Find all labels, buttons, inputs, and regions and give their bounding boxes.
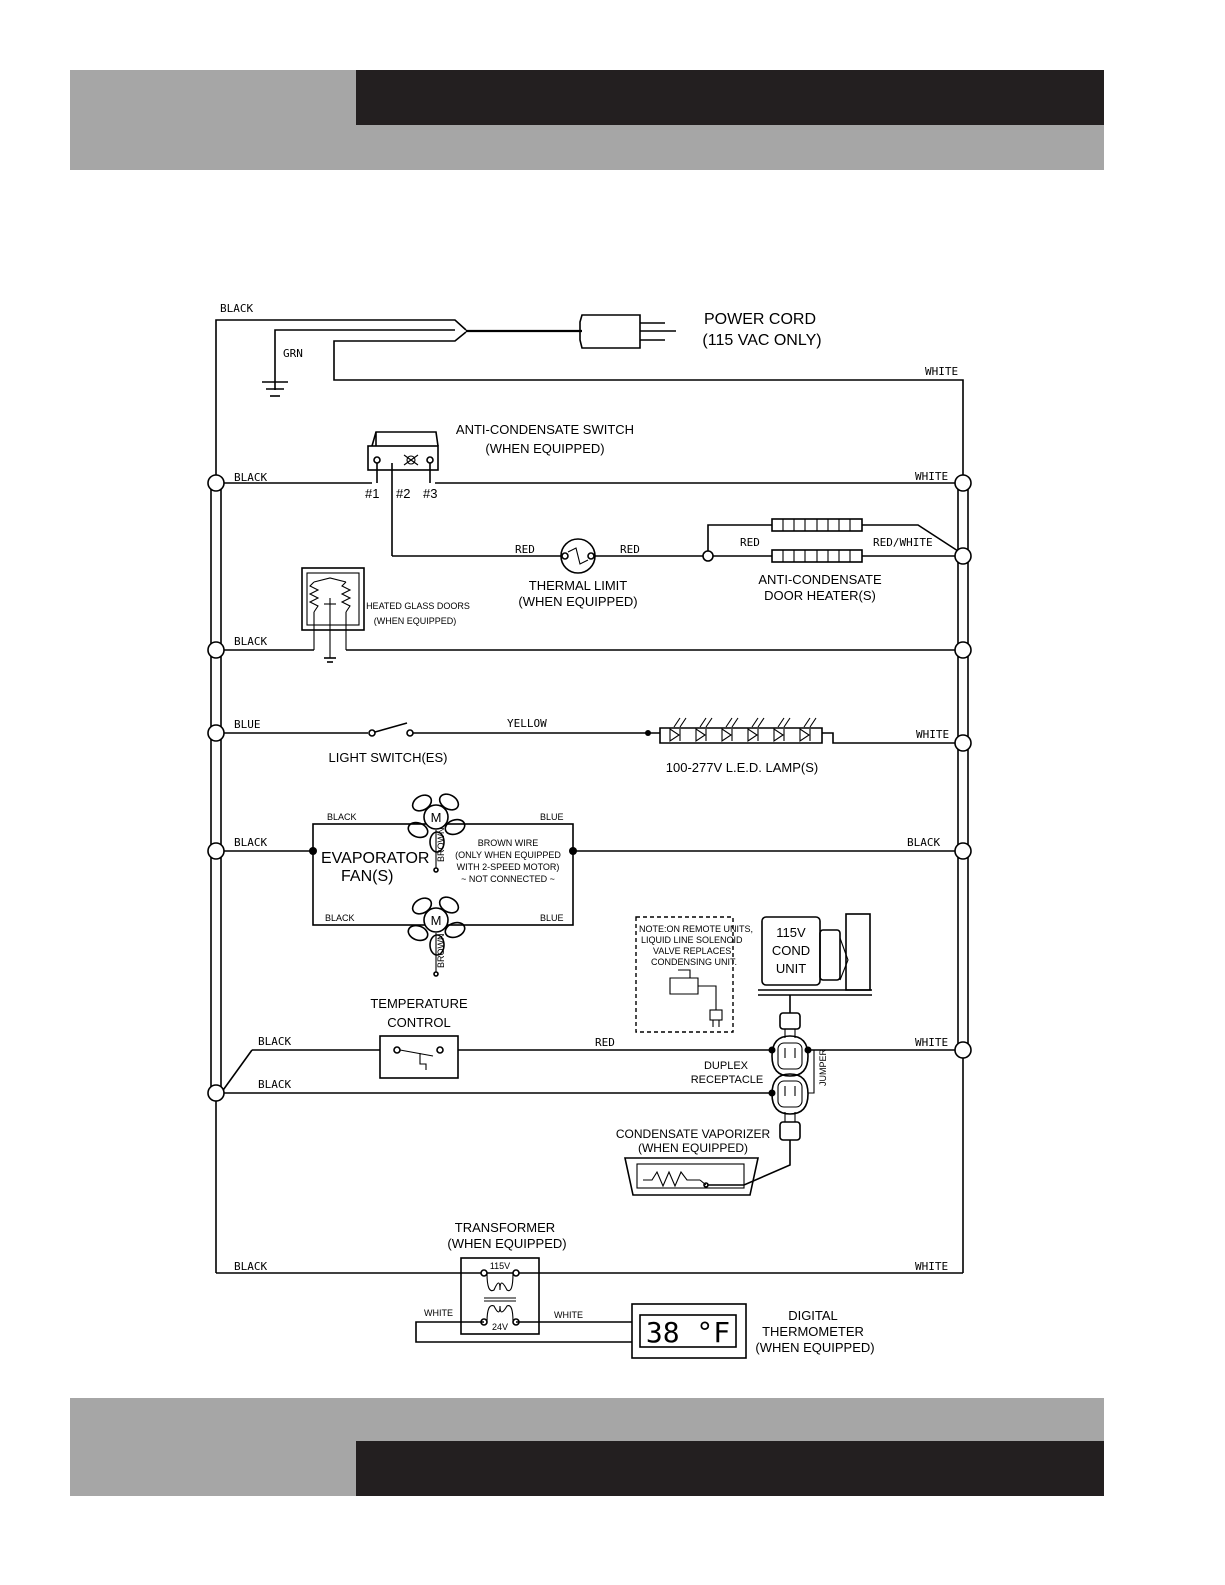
left-bus <box>210 483 222 1273</box>
wire-label-brown: BROWN <box>436 828 446 863</box>
motor-label: M <box>431 810 442 825</box>
temperature-label: TEMPERATURE <box>370 996 468 1011</box>
wire-label-black: BLACK <box>234 471 267 484</box>
wire-label-white: WHITE <box>554 1310 583 1320</box>
remote-note-line-4: CONDENSING UNIT. <box>651 957 737 967</box>
wire-label-red: RED <box>740 536 760 549</box>
motor-label: M <box>431 913 442 928</box>
wire-label-white: WHITE <box>925 365 958 378</box>
wire-label-black: BLACK <box>234 836 267 849</box>
right-bus <box>957 483 969 1273</box>
heated-glass-doors: HEATED GLASS DOORS (WHEN EQUIPPED) BLACK <box>221 567 958 663</box>
cond-unit-line-1: 115V <box>776 925 806 940</box>
wire-label-white: WHITE <box>916 728 949 741</box>
evaporator-label: EVAPORATOR <box>321 850 429 867</box>
transformer-note: (WHEN EQUIPPED) <box>447 1236 566 1251</box>
brown-wire-note-2: (ONLY WHEN EQUIPPED <box>455 850 561 860</box>
door-heaters-label: DOOR HEATER(S) <box>764 588 876 603</box>
fan-motor-top: M BROWN <box>407 793 466 873</box>
evaporator-fans: BLACK BLACK BLACK BLUE BLACK BLUE M BROW… <box>221 793 958 977</box>
power-cord: POWER CORD (115 VAC ONLY) BLACK GRN WHIT… <box>215 302 964 476</box>
thermometer-label: THERMOMETER <box>762 1324 864 1339</box>
fan-motor-bottom: M BROWN <box>407 896 466 977</box>
remote-note-line-1: NOTE:ON REMOTE UNITS, <box>639 924 753 934</box>
wire-label-red-white: RED/WHITE <box>873 536 933 549</box>
anti-condensate-switch-label: ANTI-CONDENSATE SWITCH <box>456 422 634 437</box>
power-cord-label: POWER CORD <box>704 311 816 328</box>
wire-label-black: BLACK <box>234 635 267 648</box>
power-cord-note: (115 VAC ONLY) <box>702 332 821 349</box>
heater-element-top <box>771 518 863 532</box>
condensate-vaporizer-label: CONDENSATE VAPORIZER <box>616 1127 771 1141</box>
footer-band-black <box>356 1441 1104 1496</box>
terminal-2-label: #2 <box>396 486 410 501</box>
thermal-limit-label: THERMAL LIMIT <box>529 578 628 593</box>
duplex-receptacle: JUMPER <box>768 1035 828 1115</box>
thermometer-display: 38 °F <box>646 1316 730 1349</box>
anti-condensate-circuit: ANTI-CONDENSATE SWITCH (WHEN EQUIPPED) #… <box>221 422 959 609</box>
condensing-unit: 115V COND UNIT <box>758 913 872 1038</box>
wire-label-white: WHITE <box>915 470 948 483</box>
wire-label-blue: BLUE <box>234 718 261 731</box>
thermal-limit-note: (WHEN EQUIPPED) <box>518 594 637 609</box>
wire-label-red: RED <box>515 543 535 556</box>
digital-label: DIGITAL <box>788 1308 838 1323</box>
transformer-115v-label: 115V <box>490 1261 510 1271</box>
wire-label-black: BLACK <box>258 1035 291 1048</box>
transformer-24v-label: 24V <box>492 1322 508 1332</box>
cond-unit-line-3: UNIT <box>776 961 806 976</box>
wire-label-black: BLACK <box>234 1260 267 1273</box>
wire-label-black: BLACK <box>907 836 940 849</box>
cond-unit-line-2: COND <box>772 943 810 958</box>
anti-condensate-heater-label: ANTI-CONDENSATE <box>758 572 882 587</box>
wire-label-blue: BLUE <box>540 913 564 923</box>
wire-label-white: WHITE <box>424 1308 453 1318</box>
brown-wire-note-4: ~ NOT CONNECTED ~ <box>461 874 555 884</box>
wire-label-red: RED <box>595 1036 615 1049</box>
brown-wire-note-1: BROWN WIRE <box>478 838 539 848</box>
receptacle-label: RECEPTACLE <box>691 1074 764 1086</box>
wire-label-white: WHITE <box>915 1036 948 1049</box>
heated-glass-doors-note: (WHEN EQUIPPED) <box>374 616 457 626</box>
led-diodes <box>669 717 817 743</box>
wire-label-black: BLACK <box>258 1078 291 1091</box>
bus-nodes <box>207 474 972 1102</box>
wire-label-grn: GRN <box>283 347 303 360</box>
control-label: CONTROL <box>387 1015 451 1030</box>
wire-label-blue: BLUE <box>540 812 564 822</box>
transformer-circuit: BLACK WHITE TRANSFORMER (WHEN EQUIPPED) … <box>216 1220 963 1359</box>
header-band-black <box>356 70 1104 125</box>
terminal-1-label: #1 <box>365 486 379 501</box>
thermometer-note: (WHEN EQUIPPED) <box>755 1340 874 1355</box>
remote-note-line-2: LIQUID LINE SOLENOID <box>641 935 743 945</box>
heater-element-bottom <box>771 549 863 563</box>
wire-label-black: BLACK <box>325 913 355 923</box>
duplex-label: DUPLEX <box>704 1060 749 1072</box>
terminal-3-label: #3 <box>423 486 437 501</box>
wire-label-black: BLACK <box>327 812 357 822</box>
temperature-control-circuit: BLACK BLACK RED WHITE TEMPERATURE CONTRO… <box>220 996 958 1115</box>
wire-label-black: BLACK <box>220 302 253 315</box>
fans-label: FAN(S) <box>341 868 393 885</box>
brown-wire-note-3: WITH 2-SPEED MOTOR) <box>457 862 560 872</box>
wire-label-yellow: YELLOW <box>507 717 547 730</box>
condensate-vaporizer-note: (WHEN EQUIPPED) <box>638 1141 748 1155</box>
light-switch-label: LIGHT SWITCH(ES) <box>329 750 448 765</box>
wire-label-red: RED <box>620 543 640 556</box>
wire-label-brown: BROWN <box>436 934 446 969</box>
condensate-vaporizer: CONDENSATE VAPORIZER (WHEN EQUIPPED) <box>616 1112 801 1196</box>
led-lamp-label: 100-277V L.E.D. LAMP(S) <box>666 760 818 775</box>
heated-glass-doors-label: HEATED GLASS DOORS <box>366 601 470 611</box>
jumper-label: JUMPER <box>818 1048 828 1086</box>
remote-unit-note: NOTE:ON REMOTE UNITS, LIQUID LINE SOLENO… <box>635 916 753 1033</box>
transformer-label: TRANSFORMER <box>455 1220 555 1235</box>
wire-label-white: WHITE <box>915 1260 948 1273</box>
anti-condensate-switch-note: (WHEN EQUIPPED) <box>485 441 604 456</box>
remote-note-line-3: VALVE REPLACES <box>653 946 731 956</box>
lighting-circuit: BLUE YELLOW LIGHT SWITCH(ES) WHITE 100-2… <box>221 717 958 775</box>
